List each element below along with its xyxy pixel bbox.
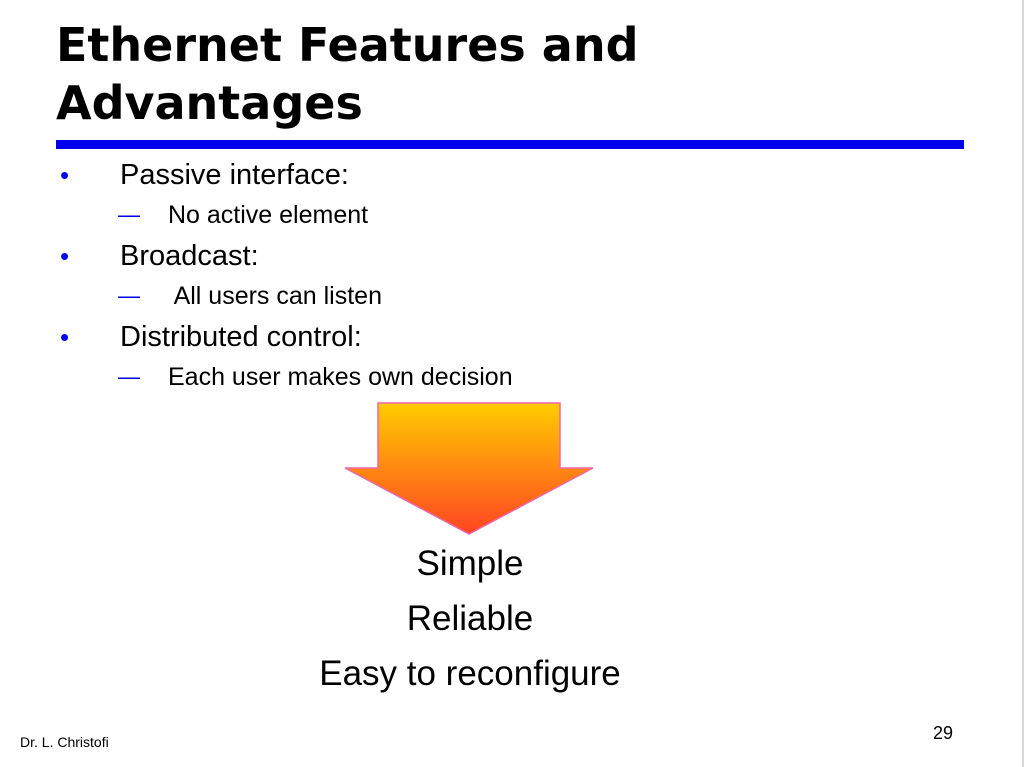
slide-title: Ethernet Features and Advantages bbox=[56, 18, 639, 130]
result-reliable: Reliable bbox=[406, 599, 534, 638]
bullet-marker: • bbox=[60, 322, 70, 352]
bullet-text: Passive interface: bbox=[120, 159, 349, 191]
sub-bullet-text: All users can listen bbox=[168, 282, 382, 310]
sub-bullet-marker: — bbox=[118, 202, 140, 227]
page-number: 29 bbox=[932, 723, 954, 743]
sub-bullet-text: No active element bbox=[168, 201, 369, 229]
bullet-marker: • bbox=[60, 241, 70, 271]
down-arrow-icon bbox=[344, 402, 594, 535]
result-simple: Simple bbox=[416, 544, 524, 583]
bullet-marker: • bbox=[60, 160, 70, 190]
slide-edge bbox=[1022, 0, 1024, 767]
result-easy-to-reconfigure: Easy to reconfigure bbox=[319, 654, 621, 693]
title-underline bbox=[56, 140, 964, 149]
sub-bullet-marker: — bbox=[118, 283, 140, 308]
sub-bullet-text: Each user makes own decision bbox=[168, 363, 513, 391]
footer-author: Dr. L. Christofi bbox=[20, 734, 109, 750]
sub-bullet-marker: — bbox=[118, 364, 140, 389]
bullet-text: Broadcast: bbox=[120, 240, 259, 272]
bullet-text: Distributed control: bbox=[120, 321, 362, 353]
